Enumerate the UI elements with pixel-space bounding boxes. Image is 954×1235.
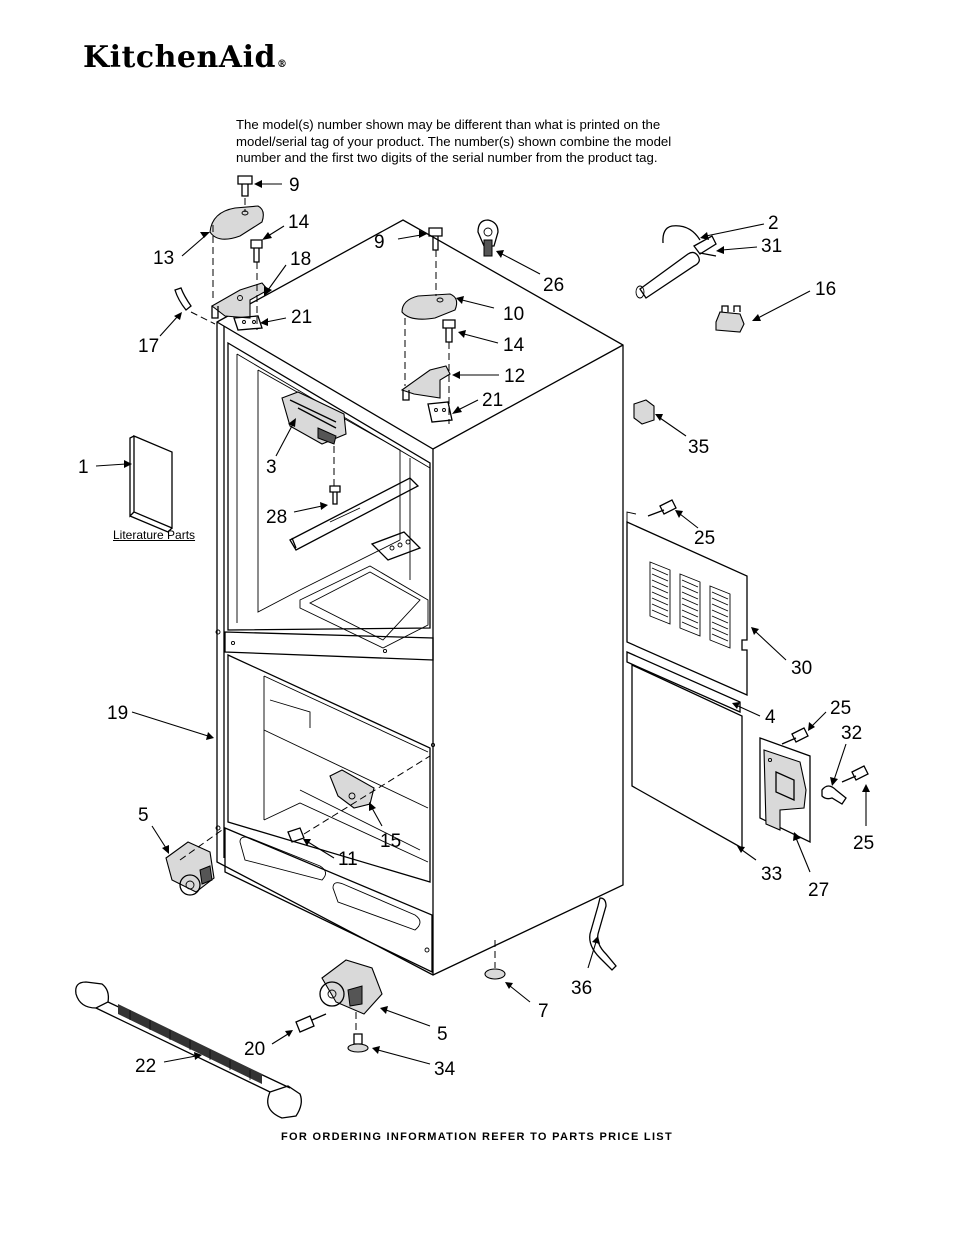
callout-7: 7 — [538, 1001, 549, 1022]
callout-numbers: 9 14 13 18 17 21 9 10 14 12 21 26 2 31 1… — [78, 175, 874, 1080]
callout-10: 10 — [503, 304, 524, 325]
drain-tube-36 — [589, 897, 617, 971]
air-duct-cover — [289, 477, 422, 561]
callout-33: 33 — [761, 864, 782, 885]
toe-grille-22 — [75, 981, 302, 1119]
rear-roller-5 — [165, 841, 215, 896]
callout-25: 25 — [694, 528, 715, 549]
callout-22: 22 — [135, 1056, 156, 1077]
callout-19: 19 — [107, 703, 128, 724]
gasket-strip-4 — [626, 651, 741, 713]
logo-text: KitchenAid — [83, 40, 276, 75]
callout-12: 12 — [504, 366, 525, 387]
callout-15: 15 — [380, 831, 401, 852]
callout-25: 25 — [830, 698, 851, 719]
callout-36: 36 — [571, 978, 592, 999]
front-roller-5 — [319, 959, 383, 1034]
callout-9: 9 — [289, 175, 300, 196]
callout-21: 21 — [291, 307, 312, 328]
callout-25: 25 — [853, 833, 874, 854]
callout-31: 31 — [761, 236, 782, 257]
callout-5: 5 — [437, 1024, 448, 1045]
callout-34: 34 — [434, 1059, 456, 1080]
callout-11: 11 — [338, 849, 358, 870]
screw-11 — [287, 827, 305, 843]
refrigerator-cabinet — [215, 219, 624, 976]
callout-3: 3 — [266, 457, 277, 478]
callout-21: 21 — [482, 390, 503, 411]
left-hinge-assembly — [174, 175, 269, 331]
back-panel-33 — [631, 663, 743, 850]
callout-26: 26 — [543, 275, 564, 296]
callout-30: 30 — [791, 658, 812, 679]
callout-35: 35 — [688, 437, 709, 458]
callout-32: 32 — [841, 723, 862, 744]
note-line-1: The model(s) number shown may be differe… — [236, 117, 661, 132]
callout-14: 14 — [503, 335, 525, 356]
callout-13: 13 — [153, 248, 174, 269]
clip-35 — [633, 399, 655, 425]
control-housing — [281, 391, 347, 505]
ordering-footer: FOR ORDERING INFORMATION REFER TO PARTS … — [281, 1131, 673, 1143]
literature-parts-label: Literature Parts — [113, 528, 196, 542]
electrical-box-27 — [759, 737, 811, 844]
top-right-parts — [477, 219, 745, 333]
callout-27: 27 — [808, 880, 829, 901]
model-note: The model(s) number shown may be differe… — [236, 117, 746, 167]
grommet-7 — [484, 968, 506, 980]
clamp-32 — [821, 785, 847, 805]
leader-lines — [95, 180, 870, 1065]
screws-25 — [647, 499, 869, 783]
leveling-leg-34 — [347, 1033, 369, 1053]
right-hinge-assembly — [400, 227, 458, 424]
callout-2: 2 — [768, 213, 779, 234]
callout-5: 5 — [138, 805, 149, 826]
callout-4: 4 — [765, 707, 776, 728]
literature-booklet — [129, 435, 173, 533]
callout-16: 16 — [815, 279, 836, 300]
registered-mark: ® — [276, 59, 288, 70]
kitchenaid-logo: KitchenAid® — [83, 40, 287, 75]
callout-28: 28 — [266, 507, 287, 528]
callout-14: 14 — [288, 212, 310, 233]
note-line-3: number and the first two digits of the s… — [236, 150, 658, 165]
callout-20: 20 — [244, 1039, 265, 1060]
bracket-15 — [329, 769, 375, 809]
note-line-2: model/serial tag of your product. The nu… — [236, 133, 672, 149]
machine-compartment-cover — [626, 511, 748, 696]
callout-9: 9 — [374, 232, 385, 253]
callout-17: 17 — [138, 336, 159, 357]
callout-1: 1 — [78, 457, 89, 478]
screw-20 — [295, 1015, 315, 1033]
callout-18: 18 — [290, 249, 311, 270]
